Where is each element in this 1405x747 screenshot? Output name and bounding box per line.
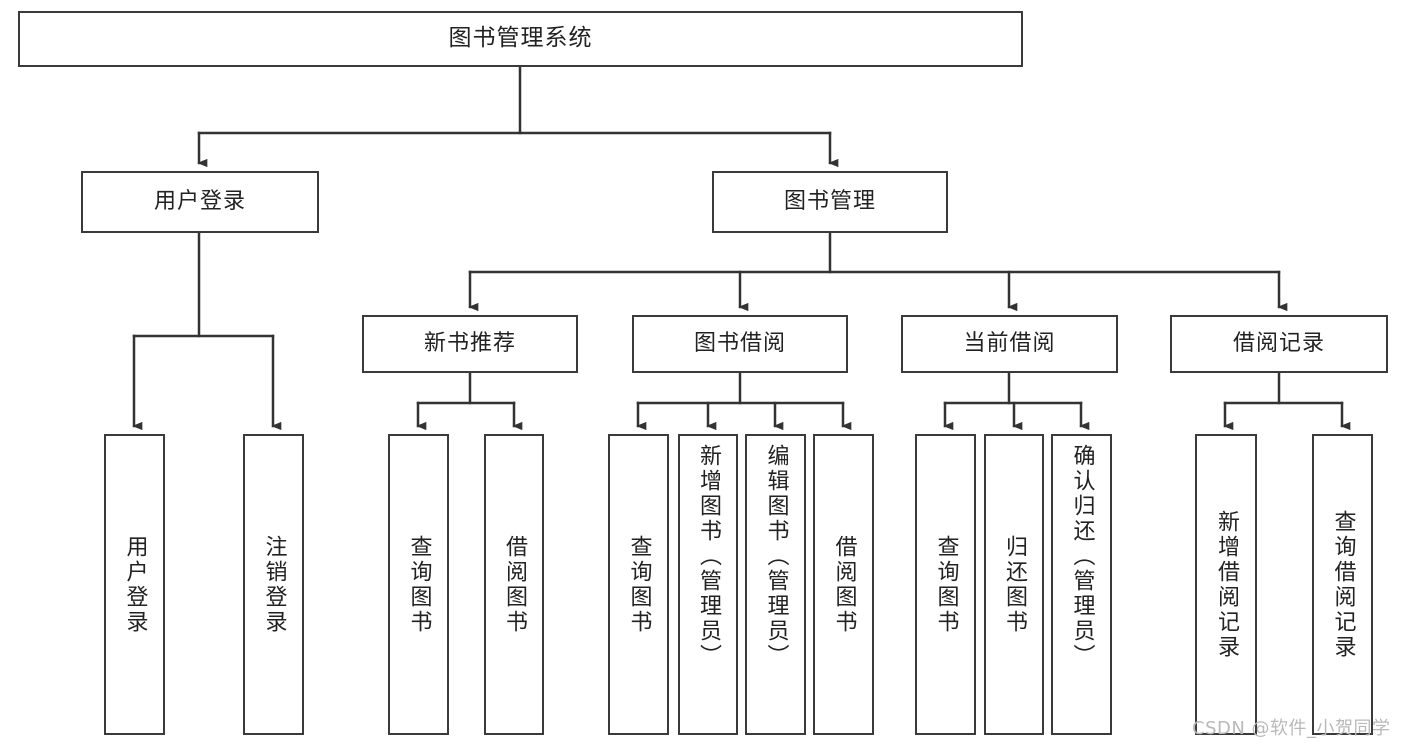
node-leaf-query-borrow-record[interactable]: 查询借阅记录	[1312, 434, 1373, 735]
node-leaf-borrow-book-1-label: 借阅图书	[502, 534, 527, 635]
node-leaf-confirm-return-admin-label: 确认归还（管理员）	[1069, 444, 1095, 669]
node-leaf-logout-login-label: 注销登录	[261, 534, 287, 635]
node-leaf-edit-book-admin[interactable]: 编辑图书（管理员）	[745, 434, 806, 735]
node-borrow-record-label: 借阅记录	[1232, 331, 1325, 357]
node-leaf-logout-login[interactable]: 注销登录	[243, 434, 304, 735]
node-leaf-user-login-label: 用户登录	[122, 534, 148, 635]
node-leaf-query-book-3[interactable]: 查询图书	[915, 434, 976, 735]
node-leaf-query-book-1-label: 查询图书	[406, 534, 432, 635]
watermark: CSDN @软件_小贺同学	[1192, 718, 1391, 739]
node-leaf-query-book-1[interactable]: 查询图书	[388, 434, 449, 735]
node-current-borrow-label: 当前借阅	[963, 331, 1056, 357]
node-leaf-add-book-admin[interactable]: 新增图书（管理员）	[678, 434, 738, 735]
node-leaf-query-book-3-label: 查询图书	[933, 534, 959, 635]
node-leaf-user-login[interactable]: 用户登录	[104, 434, 165, 735]
node-leaf-borrow-book-2-label: 借阅图书	[831, 534, 857, 635]
node-leaf-add-borrow-record-label: 新增借阅记录	[1214, 509, 1239, 660]
node-leaf-query-book-2-label: 查询图书	[626, 534, 652, 635]
node-leaf-confirm-return-admin[interactable]: 确认归还（管理员）	[1051, 434, 1112, 735]
node-user-login-label: 用户登录	[153, 189, 246, 215]
node-leaf-add-borrow-record[interactable]: 新增借阅记录	[1195, 434, 1257, 735]
node-book-manage[interactable]: 图书管理	[712, 171, 948, 233]
node-leaf-query-book-2[interactable]: 查询图书	[608, 434, 669, 735]
node-root-label: 图书管理系统	[448, 25, 593, 52]
node-root[interactable]: 图书管理系统	[18, 11, 1023, 67]
node-leaf-edit-book-admin-label: 编辑图书（管理员）	[763, 444, 789, 669]
node-borrow-record[interactable]: 借阅记录	[1170, 315, 1388, 373]
node-current-borrow[interactable]: 当前借阅	[901, 315, 1118, 373]
node-new-book-recommend[interactable]: 新书推荐	[362, 315, 578, 373]
node-leaf-return-book-label: 归还图书	[1002, 534, 1027, 635]
node-book-borrow[interactable]: 图书借阅	[632, 315, 848, 373]
node-leaf-borrow-book-2[interactable]: 借阅图书	[813, 434, 874, 735]
node-book-manage-label: 图书管理	[783, 189, 876, 215]
node-user-login[interactable]: 用户登录	[81, 171, 319, 233]
node-leaf-query-borrow-record-label: 查询借阅记录	[1330, 509, 1356, 660]
node-leaf-return-book[interactable]: 归还图书	[984, 434, 1044, 735]
node-leaf-add-book-admin-label: 新增图书（管理员）	[696, 444, 721, 669]
node-new-book-recommend-label: 新书推荐	[423, 331, 516, 357]
node-book-borrow-label: 图书借阅	[693, 331, 786, 357]
node-leaf-borrow-book-1[interactable]: 借阅图书	[484, 434, 544, 735]
